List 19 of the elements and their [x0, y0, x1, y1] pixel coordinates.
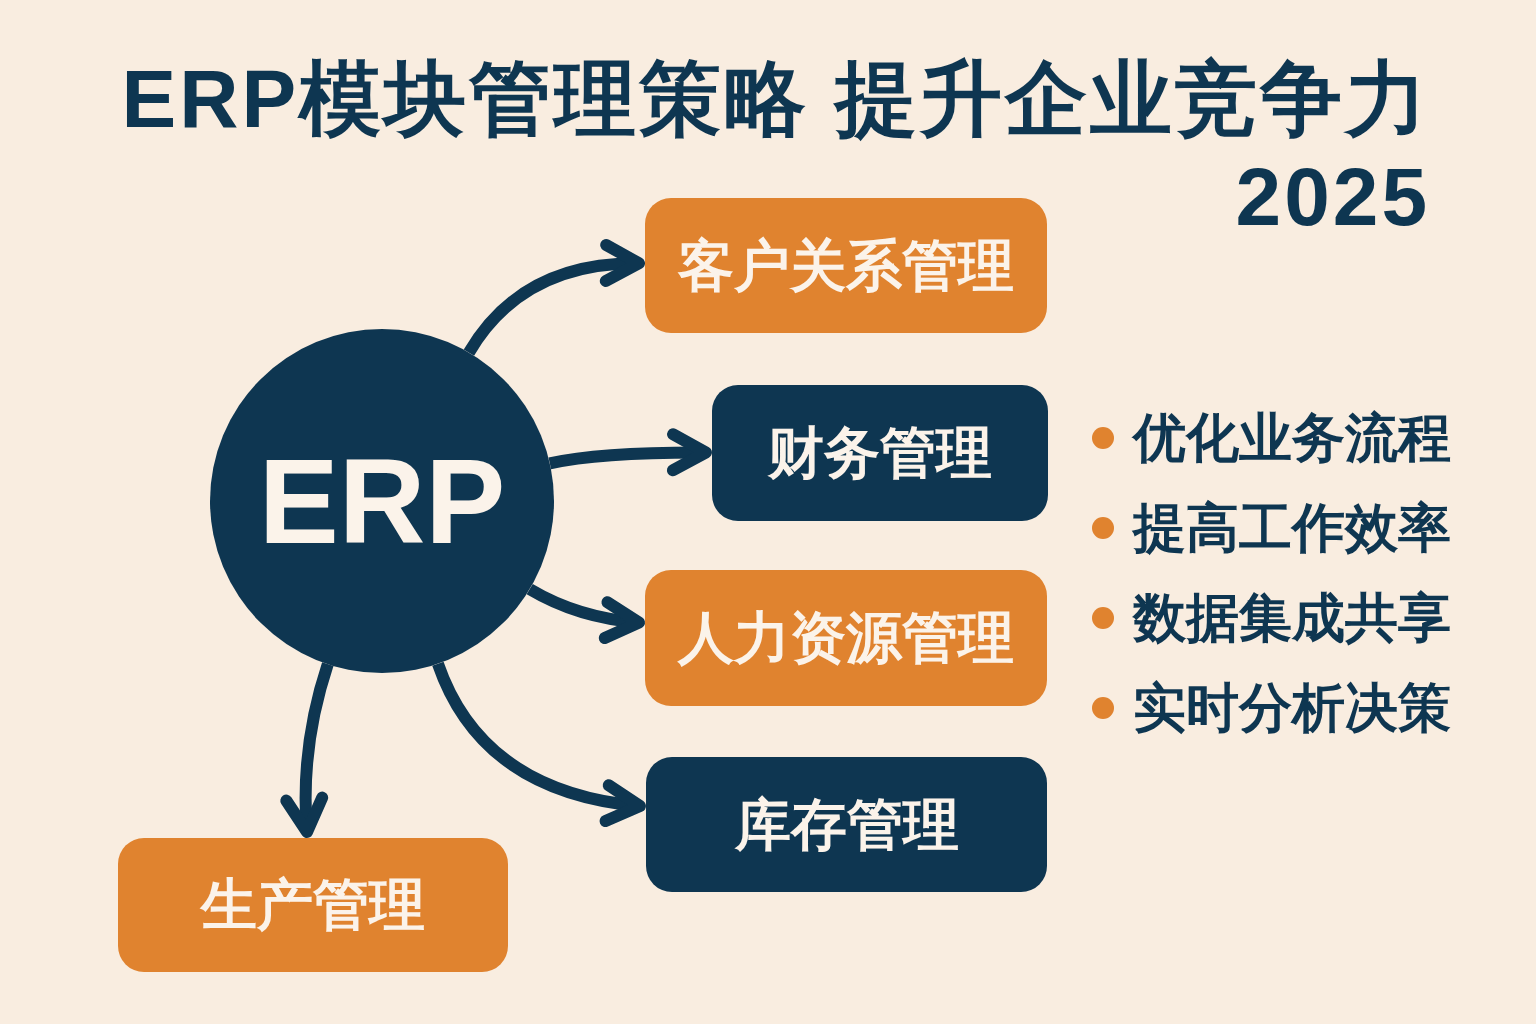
arrow	[548, 428, 712, 477]
module-box	[118, 838, 508, 972]
module-box	[712, 385, 1048, 521]
benefit-label: 实时分析决策	[1133, 677, 1451, 739]
module-box	[645, 198, 1047, 333]
benefit-label: 提高工作效率	[1133, 497, 1451, 559]
module-label: 人力资源管理	[678, 606, 1014, 670]
arrow	[280, 662, 334, 838]
hub-label: ERP	[258, 433, 506, 570]
module-box	[645, 570, 1047, 706]
benefit-label: 数据集成共享	[1133, 587, 1451, 649]
arrow	[526, 584, 645, 644]
arrow	[432, 661, 646, 826]
module-label: 库存管理	[734, 792, 959, 857]
module-label: 财务管理	[768, 421, 992, 485]
module-label: 生产管理	[201, 873, 425, 937]
benefit-label: 优化业务流程	[1133, 407, 1451, 469]
module-box	[646, 757, 1047, 892]
arrow	[463, 240, 645, 356]
